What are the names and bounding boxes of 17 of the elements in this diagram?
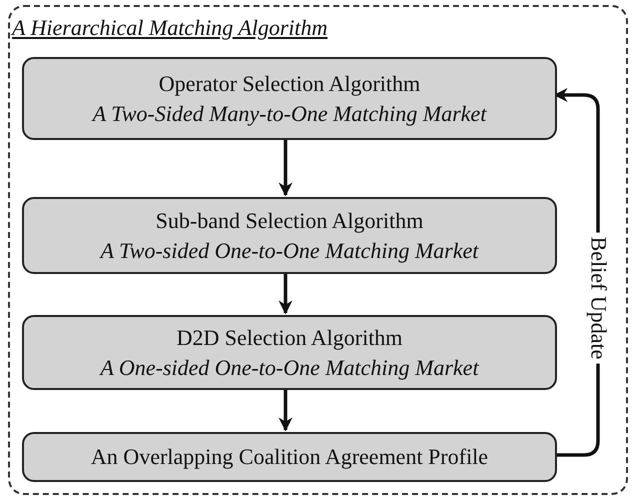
box-heading: Operator Selection Algorithm	[158, 70, 420, 98]
box-heading: D2D Selection Algorithm	[176, 324, 403, 352]
edge-label: Belief Update	[587, 232, 609, 363]
arrow	[278, 388, 292, 432]
box-heading: An Overlapping Coalition Agreement Profile	[90, 443, 488, 471]
dashed-container	[8, 5, 628, 495]
box-subtitle: A Two-Sided Many-to-One Matching Market	[92, 100, 486, 128]
box-heading: Sub-band Selection Algorithm	[156, 206, 424, 235]
process-box	[22, 197, 557, 274]
container-title: A Hierarchical Matching Algorithm	[12, 17, 328, 39]
process-box	[22, 57, 557, 140]
box-subtitle: A One-sided One-to-One Matching Market	[100, 354, 479, 382]
arrow	[278, 272, 292, 314]
process-box	[22, 432, 557, 482]
box-subtitle: A Two-sided One-to-One Matching Market	[100, 236, 478, 265]
arrow	[278, 138, 292, 196]
process-box	[22, 315, 557, 390]
